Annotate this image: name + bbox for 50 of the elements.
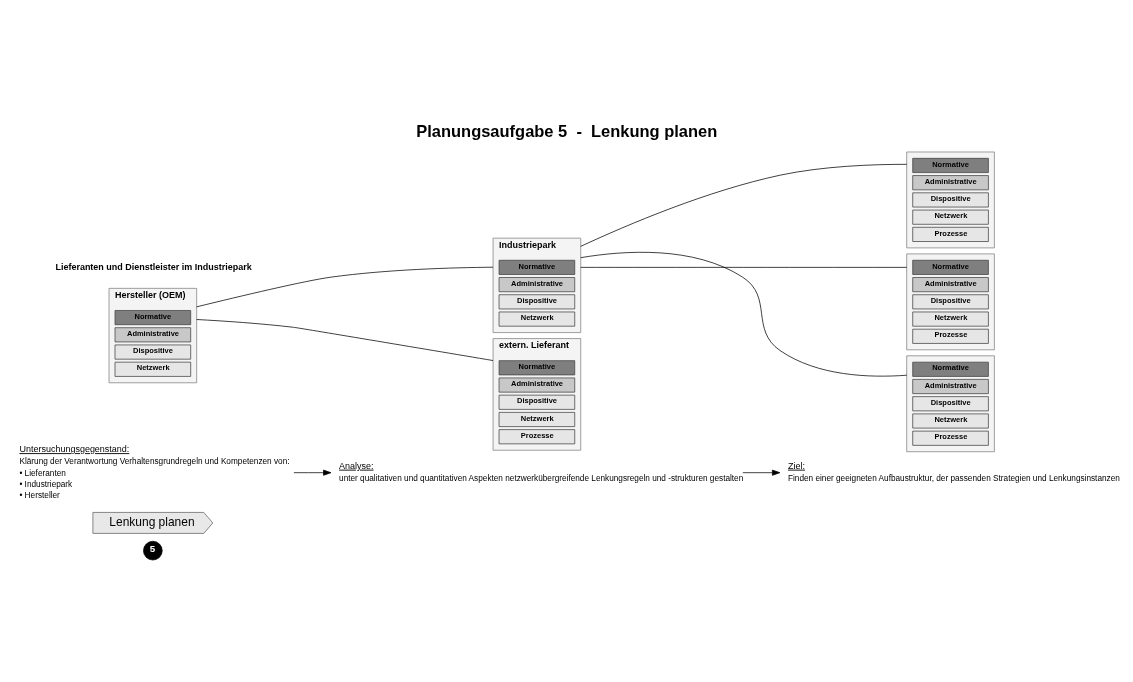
node-box: Dispositive — [912, 396, 989, 412]
node-box: Dispositive — [498, 294, 576, 310]
arrow — [293, 469, 332, 476]
label: Lieferanten und Dienstleister im Industriepark — [55, 262, 252, 273]
node-box: Administrative — [912, 379, 989, 394]
node-box: Normative — [912, 361, 989, 377]
node-box: Administrative — [912, 175, 989, 191]
diagram-title: Planungsaufgabe 5 - Lenkung planen — [416, 122, 718, 141]
connector — [580, 163, 908, 247]
node-label: Finden einer geeigneten Aufbaustruktur, der passenden Strategien und Lenkungsinstanzen — [787, 473, 1120, 483]
node-text: Untersuchungsgegenstand: — [19, 444, 130, 455]
node-label: • Hersteller — [19, 491, 60, 501]
cluster — [906, 253, 995, 351]
node-box: Prozesse — [912, 430, 989, 446]
node-box: Prozesse — [912, 328, 989, 344]
node-box: Dispositive — [114, 344, 192, 360]
connector — [196, 266, 494, 308]
cluster — [906, 355, 995, 453]
node-label: Klärung der Verantwortung Verhaltensgrundregeln und Kompetenzen von: — [19, 457, 290, 467]
connector — [196, 319, 494, 361]
node-box: Prozesse — [498, 429, 576, 445]
node-circle: 5 — [143, 540, 163, 561]
node-box: Netzwerk — [498, 311, 576, 327]
node-box: Dispositive — [912, 192, 989, 208]
node-text: Ziel: — [787, 460, 805, 471]
node-label: • Lieferanten — [19, 468, 66, 478]
connector — [580, 267, 908, 268]
connector — [580, 251, 908, 377]
node-label: unter qualitativen und quantitativen Aspekten netzwerkübergreifende Lenkungsregeln und -strukturen gestalten — [339, 473, 744, 483]
node-box: Normative — [498, 259, 576, 275]
node-box: Netzwerk — [114, 361, 192, 377]
node-box: Netzwerk — [912, 311, 989, 327]
node-box: Netzwerk — [498, 412, 576, 427]
node-box: Normative — [498, 360, 576, 376]
arrow — [742, 469, 781, 476]
node-box: Administrative — [498, 277, 576, 293]
node-box: Administrative — [498, 377, 576, 393]
cluster — [906, 151, 995, 249]
node-box: Normative — [912, 259, 989, 275]
node-box: Normative — [912, 157, 989, 173]
node-box: Netzwerk — [912, 413, 989, 429]
node-box: Prozesse — [912, 226, 989, 242]
node-box: Dispositive — [912, 294, 989, 310]
node-box: Netzwerk — [912, 209, 989, 225]
node-box: Normative — [114, 310, 192, 326]
node-box: Dispositive — [498, 394, 576, 410]
node-box: Administrative — [114, 327, 192, 343]
node-box: Administrative — [912, 277, 989, 293]
node-text: Analyse: — [339, 460, 374, 471]
node-label: • Industriepark — [19, 479, 73, 489]
